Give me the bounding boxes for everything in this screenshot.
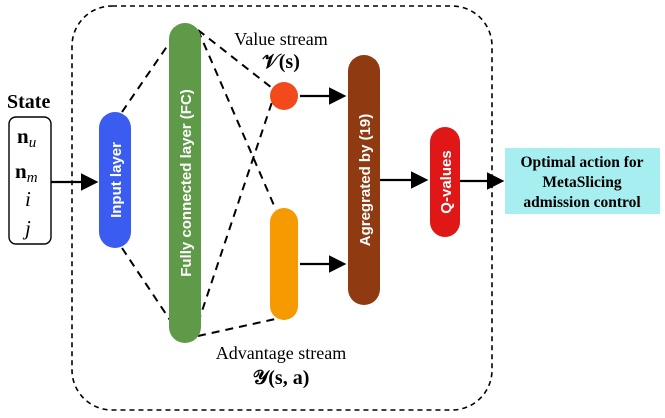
state-box [8, 116, 52, 245]
advantage-stream-node [270, 208, 298, 320]
dash-fc-top-to-advantage [197, 29, 277, 211]
output-line-1: Optimal action for [520, 154, 643, 171]
dashed-connections [121, 29, 281, 337]
dash-input-top-to-fc [121, 41, 171, 113]
state-var-nm: nm [15, 159, 38, 186]
value-stream-label: Value stream [234, 29, 327, 49]
value-stream-symbol: 𝒱(s) [262, 51, 300, 73]
dash-fc-bottom-to-advantage [197, 317, 281, 337]
aggregated-node [348, 55, 380, 305]
dash-fc-top-to-value [197, 29, 273, 89]
state-title: State [7, 91, 50, 113]
advantage-stream-label: Advantage stream [216, 343, 346, 363]
output-line-3: admission control [523, 194, 641, 211]
input-layer-node [99, 112, 131, 248]
output-box [505, 148, 660, 214]
fc-layer-label: Fully connected layer (FC) [178, 89, 195, 277]
value-stream-node [270, 82, 298, 110]
state-var-i: i [25, 187, 31, 211]
dash-fc-bottom-to-value [197, 101, 273, 324]
dashed-frame [71, 5, 493, 411]
dash-input-bottom-to-fc [121, 247, 171, 321]
output-line-2: MetaSlicing [542, 174, 621, 191]
qvalues-label: Q-values [438, 150, 455, 213]
advantage-stream-symbol: 𝒴(s, a) [253, 367, 310, 389]
state-var-j: j [22, 216, 31, 240]
aggregated-label: Agregrated by (19) [357, 114, 374, 247]
qvalues-node [430, 127, 460, 237]
state-var-nu: nu [17, 124, 36, 151]
fc-layer-node [169, 23, 201, 343]
input-layer-label: Input layer [108, 142, 125, 218]
